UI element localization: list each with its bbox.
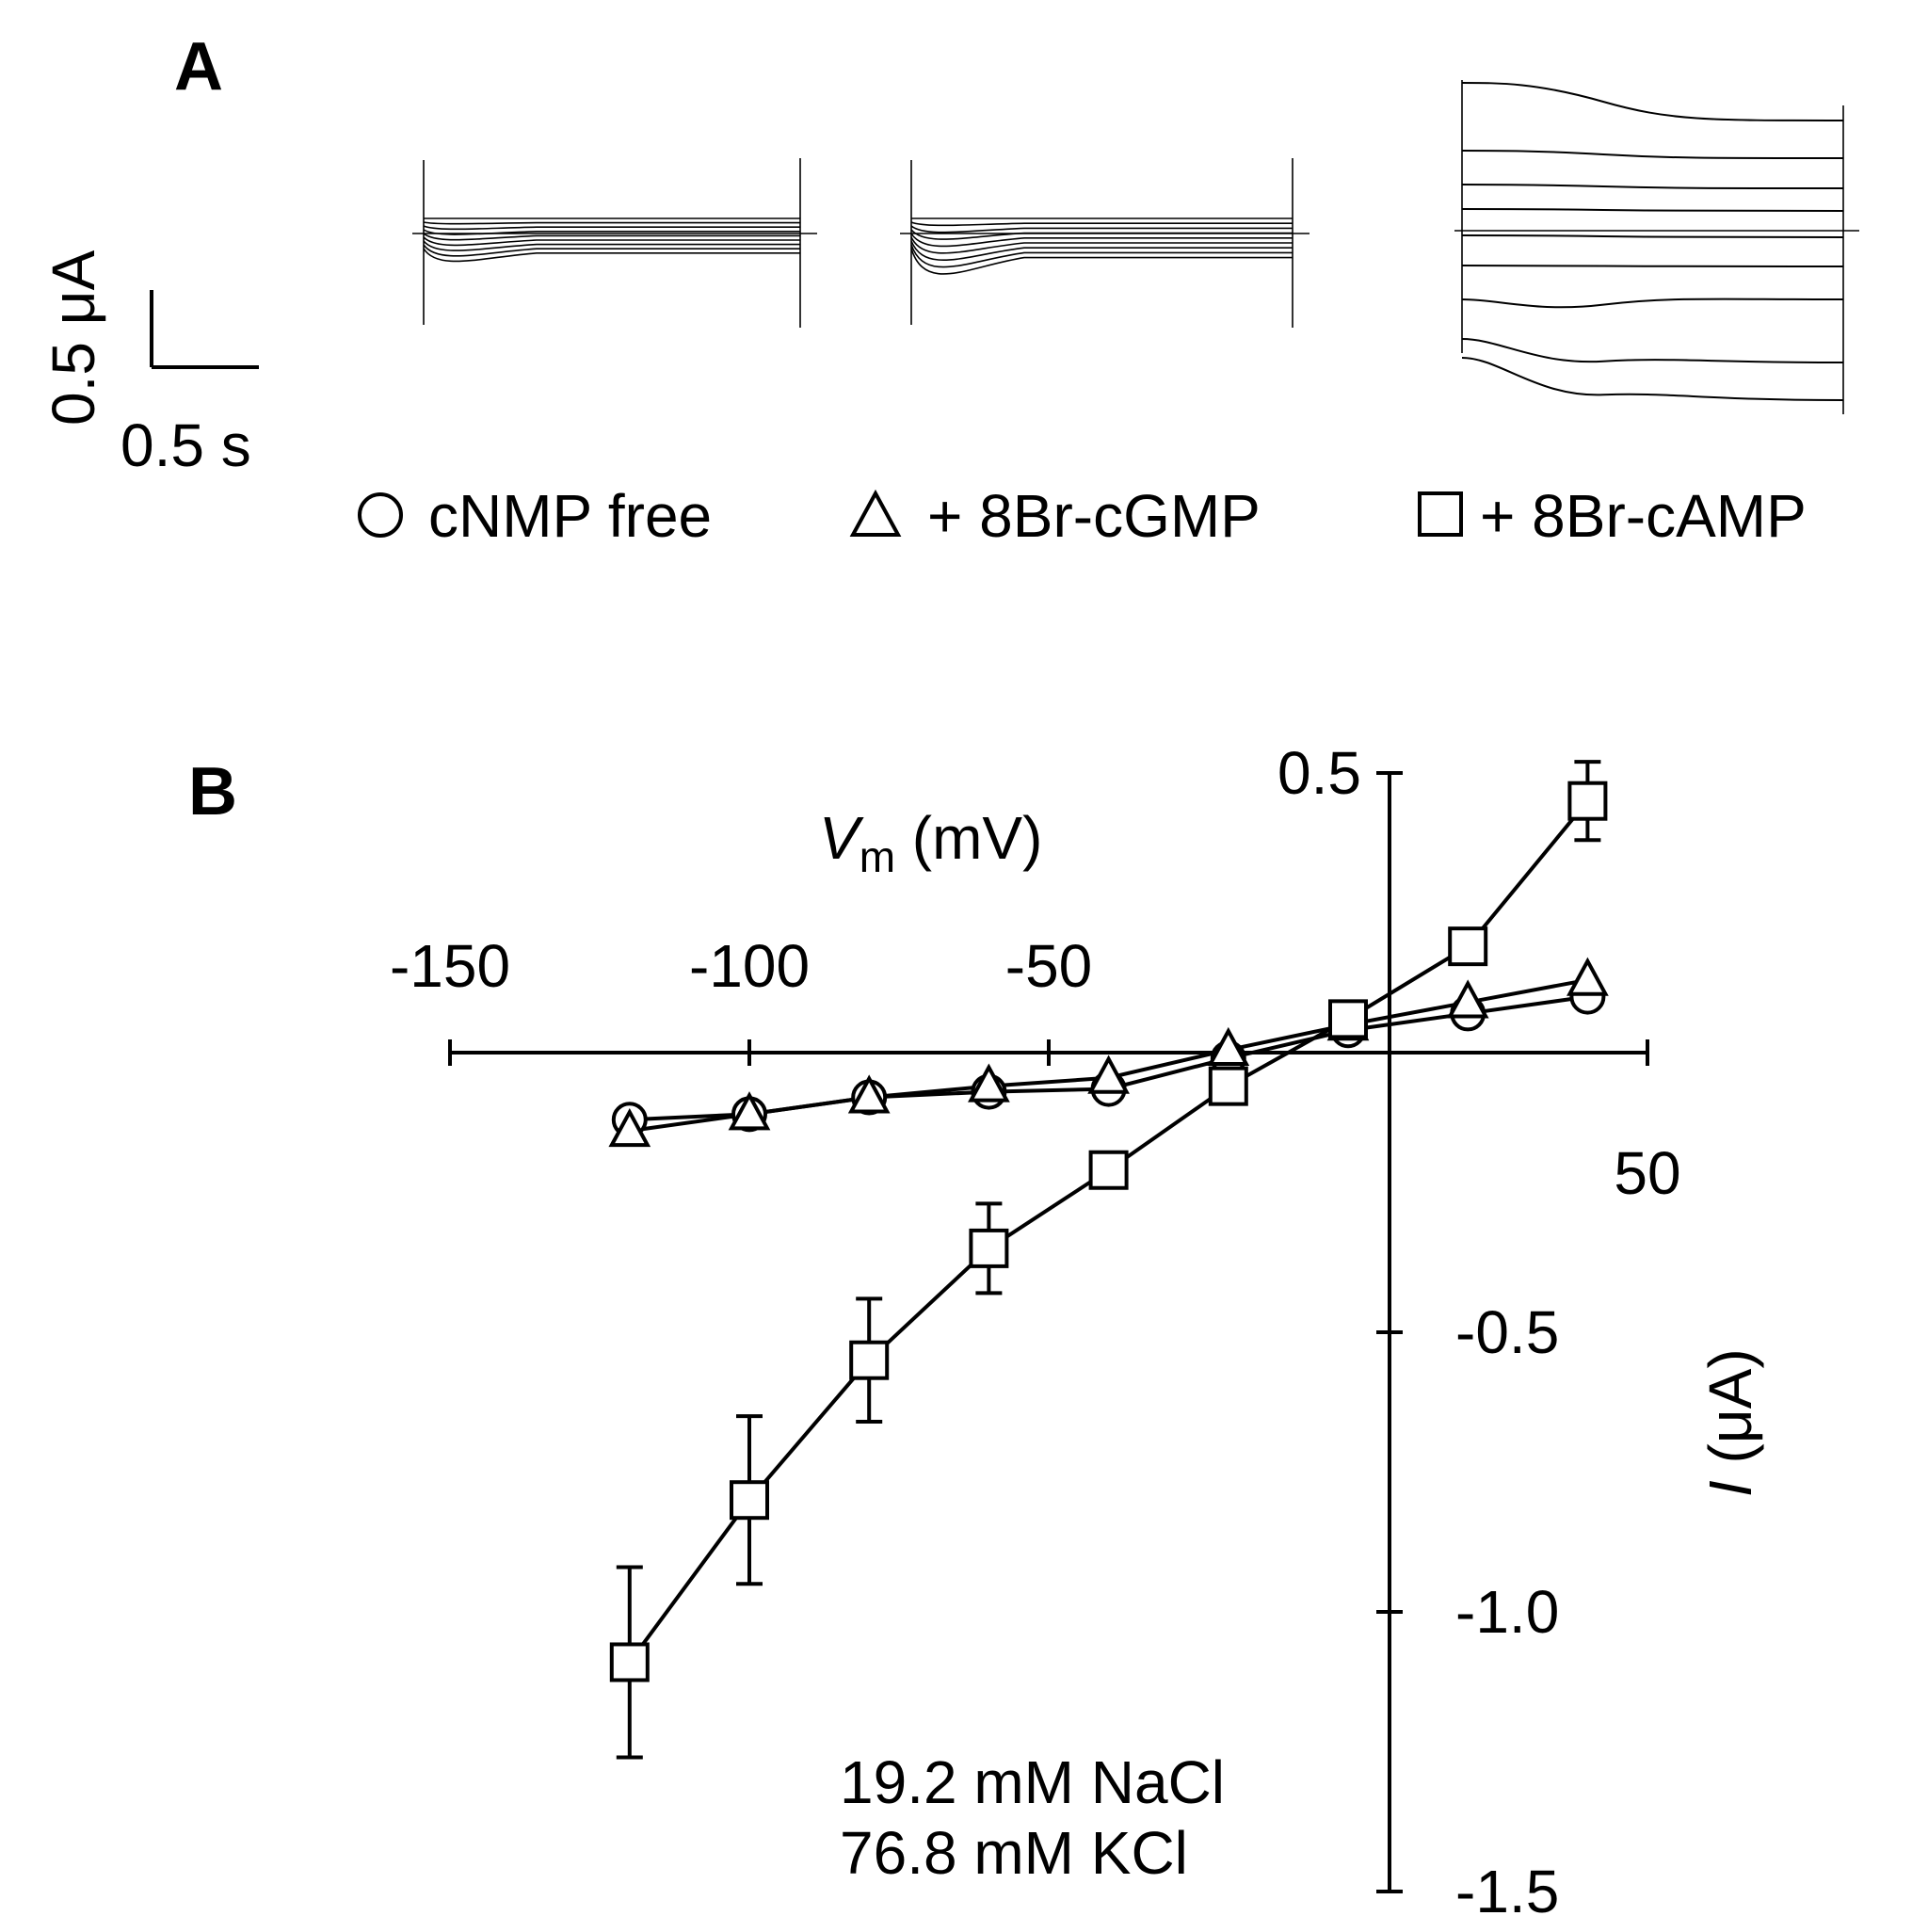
y-axis-label: I (μA) bbox=[1696, 1348, 1764, 1497]
current-trace bbox=[910, 221, 1293, 227]
current-trace bbox=[423, 233, 800, 241]
data-point-triangle bbox=[728, 1091, 771, 1131]
legend-label-cnmp-free: cNMP free bbox=[428, 482, 712, 550]
current-trace bbox=[910, 236, 1293, 254]
current-trace bbox=[423, 229, 800, 235]
current-trace bbox=[910, 233, 1293, 248]
data-point-triangle bbox=[1087, 1055, 1130, 1094]
current-trace bbox=[910, 225, 1293, 233]
y-axis-label-main: I bbox=[1696, 1480, 1764, 1497]
data-point-square bbox=[969, 1228, 1009, 1268]
current-trace bbox=[1461, 184, 1844, 189]
y-tick-label: -1.5 bbox=[1455, 1858, 1559, 1925]
current-trace bbox=[1461, 150, 1844, 159]
data-point-triangle bbox=[968, 1063, 1010, 1103]
current-trace bbox=[423, 221, 800, 225]
chart-axes: -150 -100 -50 50 0.5 -0.5 -1.0 -1.5 bbox=[390, 739, 1681, 1925]
current-trace bbox=[1461, 208, 1844, 212]
legend-label-8br-cgmp: + 8Br-cGMP bbox=[927, 482, 1261, 550]
current-trace bbox=[910, 240, 1293, 261]
panel-a-letter: A bbox=[174, 29, 223, 105]
scale-bar-time-label: 0.5 s bbox=[120, 411, 251, 479]
data-point-square bbox=[1088, 1150, 1129, 1190]
data-point-triangle bbox=[1566, 957, 1609, 996]
panel-b-letter: B bbox=[188, 754, 237, 829]
current-trace bbox=[910, 248, 1293, 275]
current-trace bbox=[423, 240, 800, 251]
data-point-square bbox=[849, 1340, 890, 1380]
scale-bar-current-label: 0.5 μA bbox=[40, 250, 107, 426]
data-point-square bbox=[609, 1642, 650, 1682]
current-trace bbox=[423, 244, 800, 257]
current-trace bbox=[423, 225, 800, 231]
data-point-square bbox=[1448, 926, 1488, 967]
legend-circle-marker bbox=[358, 492, 403, 538]
current-trace bbox=[1461, 298, 1844, 309]
x-axis-label-unit: (mV) bbox=[895, 804, 1042, 872]
data-point-square bbox=[1208, 1066, 1248, 1106]
data-point-triangle bbox=[1207, 1026, 1250, 1067]
annotation-kcl: 76.8 mM KCl bbox=[840, 1819, 1188, 1887]
data-point-square bbox=[1328, 999, 1368, 1039]
legend-square-marker bbox=[1418, 491, 1463, 537]
current-trace bbox=[423, 248, 800, 263]
series-line bbox=[628, 799, 1589, 1664]
current-trace bbox=[1461, 82, 1844, 121]
data-point-square bbox=[1567, 781, 1608, 821]
x-axis-label: Vm (mV) bbox=[819, 804, 1042, 881]
current-traces bbox=[412, 80, 1859, 414]
y-tick-label: -1.0 bbox=[1455, 1578, 1559, 1646]
current-trace bbox=[1461, 234, 1844, 238]
x-axis-label-main: V bbox=[819, 804, 864, 872]
current-trace bbox=[1461, 338, 1844, 363]
legend-triangle-marker bbox=[849, 489, 902, 537]
y-tick-label: 0.5 bbox=[1277, 739, 1361, 807]
data-point-triangle bbox=[1446, 979, 1489, 1019]
data-point-triangle bbox=[847, 1074, 891, 1114]
current-trace bbox=[910, 229, 1293, 240]
current-trace bbox=[423, 236, 800, 247]
x-tick-label: -50 bbox=[1005, 932, 1093, 1000]
data-point-triangle bbox=[608, 1107, 651, 1148]
x-tick-label: -150 bbox=[390, 932, 510, 1000]
scale-bar bbox=[150, 290, 259, 369]
legend-label-8br-camp: + 8Br-cAMP bbox=[1480, 482, 1807, 550]
plot-area bbox=[608, 760, 1609, 1760]
x-tick-label: 50 bbox=[1614, 1139, 1680, 1207]
current-trace bbox=[910, 244, 1293, 268]
current-trace bbox=[1461, 357, 1844, 401]
x-tick-label: -100 bbox=[689, 932, 810, 1000]
annotation-nacl: 19.2 mM NaCl bbox=[840, 1748, 1225, 1816]
legend: cNMP free + 8Br-cGMP + 8Br-cAMP bbox=[358, 482, 1807, 550]
data-point-square bbox=[730, 1480, 769, 1521]
y-axis-label-unit: (μA) bbox=[1696, 1348, 1764, 1480]
x-axis-label-sub: m bbox=[860, 832, 895, 881]
y-tick-label: -0.5 bbox=[1455, 1298, 1559, 1366]
